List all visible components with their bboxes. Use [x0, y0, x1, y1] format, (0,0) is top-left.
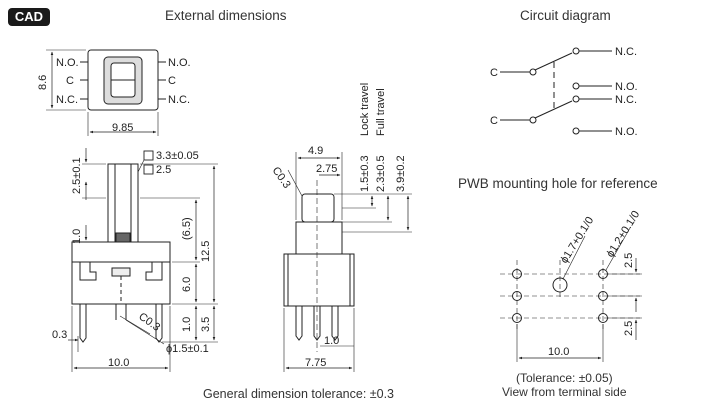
front-dim-6-0: 6.0: [181, 277, 193, 292]
heading-external-dimensions: External dimensions: [165, 8, 287, 23]
top-nc-left: N.C.: [56, 94, 78, 106]
square-symbol-outer: [143, 150, 154, 161]
front-sq-outer: 3.3±0.05: [156, 150, 199, 162]
pwb-tolerance: (Tolerance: ±0.05): [516, 371, 613, 385]
pwb-view-note: View from terminal side: [502, 385, 627, 399]
front-dim-1-0: 1.0: [71, 229, 83, 244]
front-dim-12-5: 12.5: [200, 241, 212, 262]
front-sq-inner: 2.5: [156, 164, 171, 176]
front-actuator-slot: [115, 232, 131, 243]
front-dim-1-0b: 1.0: [181, 317, 193, 332]
pwb-hole-small: ϕ1.2+0.1/0: [604, 209, 642, 260]
general-tolerance: General dimension tolerance: ±0.3: [203, 387, 394, 401]
side-dim-2-75: 2.75: [316, 163, 337, 175]
side-dim-4-9: 4.9: [308, 145, 323, 157]
front-top-dim: 2.5±0.1: [71, 157, 83, 194]
front-dim-3-5: 3.5: [200, 317, 212, 332]
pwb-pitch-top: 2.5: [623, 253, 635, 268]
side-full-travel-val: 2.3±0.5: [375, 155, 387, 192]
square-symbol-inner: [143, 164, 154, 175]
pwb-holes: [500, 227, 642, 362]
circuit-c2: C: [490, 115, 498, 127]
side-dim-3-9: 3.9±0.2: [395, 155, 407, 192]
top-nc-right: N.C.: [168, 94, 190, 106]
side-actuator: [301, 193, 335, 223]
front-dim-0-3: 0.3: [52, 329, 67, 341]
front-pin-dia: ϕ1.5±0.1: [166, 343, 209, 355]
circuit-nc1: N.C.: [615, 46, 637, 58]
heading-pwb-mounting: PWB mounting hole for reference: [458, 176, 658, 191]
front-actuator: [107, 163, 139, 243]
front-view: [68, 148, 218, 372]
heading-circuit-diagram: Circuit diagram: [520, 8, 611, 23]
circuit-no1: N.O.: [615, 81, 638, 93]
top-no-left: N.O.: [56, 57, 79, 69]
top-c-left: C: [66, 75, 74, 87]
side-lock-travel-val: 1.5±0.3: [359, 155, 371, 192]
circuit-c1: C: [490, 67, 498, 79]
front-upper-body: [71, 241, 171, 263]
pwb-pitch-bottom: 2.5: [623, 321, 635, 336]
cad-badge: CAD: [8, 8, 50, 26]
side-lock-travel-label: Lock travel: [359, 83, 371, 136]
top-c-right: C: [168, 75, 176, 87]
front-width: 10.0: [108, 357, 129, 369]
circuit-nc2: N.C.: [615, 94, 637, 106]
top-height-dim: 8.6: [37, 75, 49, 90]
circuit-diagram: [500, 47, 612, 135]
top-width-dim: 9.85: [112, 122, 133, 134]
pwb-width: 10.0: [548, 346, 569, 358]
side-pin-pitch: 1.0: [324, 335, 339, 347]
front-dim-6-5: (6.5): [181, 217, 193, 240]
top-view: [46, 49, 166, 136]
side-view: [283, 152, 412, 372]
front-lower-body: [71, 261, 171, 305]
circuit-no2: N.O.: [615, 126, 638, 138]
side-width: 7.75: [305, 357, 326, 369]
top-no-right: N.O.: [168, 57, 191, 69]
side-full-travel-label: Full travel: [375, 88, 387, 136]
side-chamfer: C0.3: [270, 165, 293, 191]
pwb-hole-large: ϕ1.7+0.1/0: [558, 215, 596, 266]
side-body: [283, 253, 355, 307]
front-chamfer: C0.3: [136, 311, 162, 334]
